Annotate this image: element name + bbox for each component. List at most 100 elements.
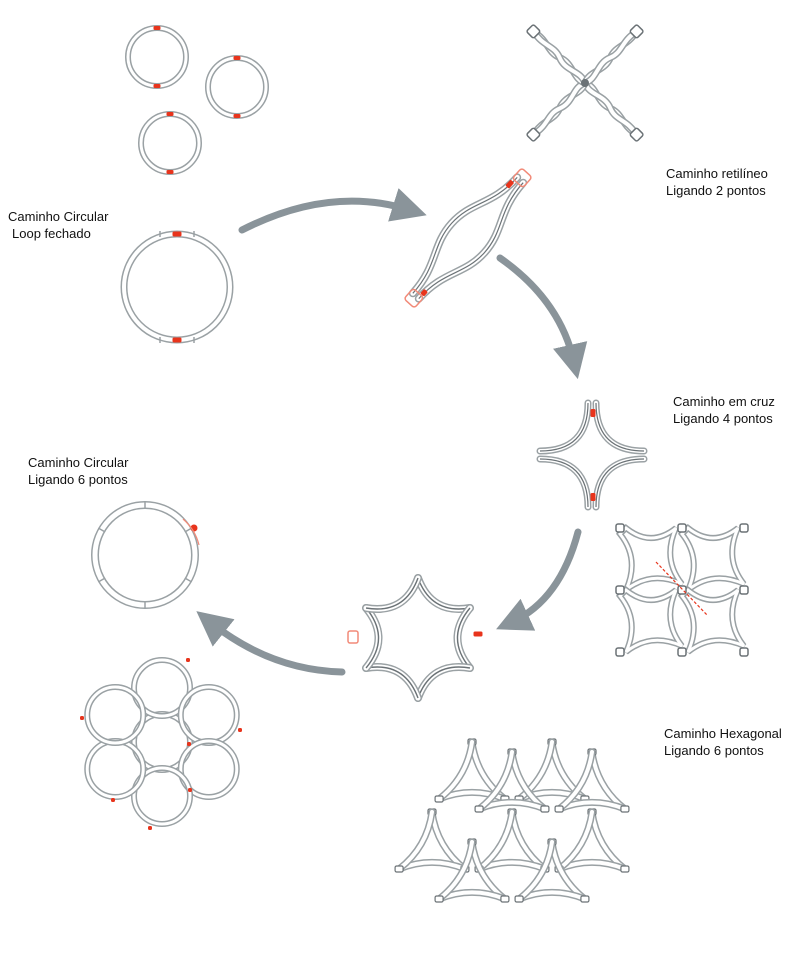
x-arm-1 bbox=[526, 79, 589, 142]
flower-ring-1-inner bbox=[132, 658, 192, 718]
hexnet-joint-4-2 bbox=[394, 865, 404, 873]
grid-node-12 bbox=[677, 647, 687, 657]
grid-node-02 bbox=[615, 647, 625, 657]
label-circular-loop-title: Caminho Circular bbox=[8, 209, 109, 224]
plus-marker-top bbox=[590, 409, 596, 417]
straight-core-a bbox=[412, 176, 518, 294]
hex-core-3 bbox=[365, 666, 419, 699]
x-arm-bot-1-inner bbox=[532, 81, 587, 136]
label-cross-sub: Ligando 4 pontos bbox=[673, 411, 773, 426]
x-center-hub bbox=[581, 79, 589, 87]
label-circular-six: Caminho Circular Ligando 6 pontos bbox=[28, 454, 128, 488]
grid-cell-00-inner bbox=[617, 525, 684, 592]
hexnet-joint-5-1 bbox=[500, 895, 510, 903]
small-ring-marker-top-1 bbox=[233, 56, 241, 60]
hexnet-arc-6-2-inner bbox=[517, 840, 554, 901]
hex-core-4 bbox=[365, 607, 380, 669]
grid-node-01 bbox=[615, 585, 625, 595]
hexnet-arc-5-2-inner bbox=[437, 840, 474, 901]
cross-grid-track bbox=[615, 523, 749, 657]
x-arm-3 bbox=[581, 24, 644, 87]
hexnet-joint-6-2 bbox=[514, 895, 524, 903]
big-ring-marker-bottom bbox=[172, 337, 182, 343]
flower-marker-2 bbox=[238, 728, 242, 732]
hexnet-arc-8-2-inner bbox=[557, 750, 594, 811]
label-circular-six-title: Caminho Circular bbox=[28, 455, 129, 470]
plus-core-1 bbox=[595, 402, 645, 452]
hexnet-joint-6-1 bbox=[580, 895, 590, 903]
grid-node-11 bbox=[677, 585, 687, 595]
straight-rot bbox=[404, 168, 532, 308]
label-circular-loop: Caminho Circular Loop fechado bbox=[8, 208, 108, 242]
hex-core-1 bbox=[456, 607, 471, 669]
label-cross: Caminho em cruz Ligando 4 pontos bbox=[673, 393, 775, 427]
hexnet-arc-4-2-inner bbox=[397, 810, 434, 871]
x-arm-end-1 bbox=[526, 127, 541, 142]
arrow-loop-to-straight bbox=[238, 188, 427, 234]
hex-core-2 bbox=[417, 666, 471, 699]
x-arm-2 bbox=[526, 24, 589, 87]
grid-cell-01-inner bbox=[617, 587, 684, 654]
label-cross-title: Caminho em cruz bbox=[673, 394, 775, 409]
plus-marker-bottom bbox=[590, 493, 596, 501]
x-arm-end-3 bbox=[629, 24, 644, 39]
x-arm-bot-3-inner bbox=[583, 30, 638, 85]
ring6-inner bbox=[92, 502, 198, 608]
hexagonal-network bbox=[394, 738, 630, 903]
arrow-cross-to-hex bbox=[496, 528, 582, 631]
small-circle-loops bbox=[125, 25, 269, 175]
ring6-tick-2 bbox=[184, 577, 193, 583]
x-arm-end-0 bbox=[629, 127, 644, 142]
hexnet-arc-1-2-inner bbox=[517, 740, 554, 801]
circular-six-track bbox=[91, 501, 200, 609]
arrow-hex-to-circular bbox=[196, 611, 346, 676]
x-arm-0 bbox=[581, 79, 644, 142]
plus-arc-2-outer bbox=[536, 455, 592, 511]
hexnet-arc-0-2-inner bbox=[437, 740, 474, 801]
hexnet-arc-7-2-inner bbox=[477, 750, 514, 811]
flower-marker-3 bbox=[187, 742, 191, 746]
small-ring-0-inner bbox=[126, 26, 188, 88]
label-straight: Caminho retilíneo Ligando 2 pontos bbox=[666, 165, 768, 199]
circle-cluster bbox=[80, 657, 242, 830]
hex-core-5 bbox=[365, 577, 419, 610]
hex-marker-right bbox=[473, 631, 483, 637]
hex-core-0 bbox=[417, 577, 471, 610]
x-cross-track bbox=[526, 24, 644, 142]
ring6-tick-5 bbox=[97, 527, 106, 533]
straight-track bbox=[404, 168, 532, 308]
hexnet-joint-7-1 bbox=[540, 805, 550, 813]
flower-marker-0 bbox=[186, 658, 190, 662]
ring6-tick-4 bbox=[97, 577, 106, 583]
big-ring-inner bbox=[122, 232, 232, 342]
x-arm-bot-2-inner bbox=[532, 30, 587, 85]
label-straight-title: Caminho retilíneo bbox=[666, 166, 768, 181]
plus-arc-3-outer bbox=[592, 455, 648, 511]
straight-end-b bbox=[404, 288, 424, 308]
small-ring-1-inner bbox=[206, 56, 268, 118]
hexnet-joint-3-1 bbox=[620, 865, 630, 873]
grid-node-21 bbox=[739, 585, 749, 595]
flower-marker-6 bbox=[148, 826, 152, 830]
plus-arc-1-outer bbox=[592, 399, 648, 455]
label-hexagonal-title: Caminho Hexagonal bbox=[664, 726, 782, 741]
plus-arc-0-outer bbox=[536, 399, 592, 455]
grid-diagonal bbox=[655, 561, 709, 617]
ring6-marker-path bbox=[182, 518, 200, 546]
small-ring-marker-bottom-2 bbox=[166, 170, 174, 174]
hexnet-joint-5-2 bbox=[434, 895, 444, 903]
flower-marker-4 bbox=[188, 788, 192, 792]
label-hexagonal: Caminho Hexagonal Ligando 6 pontos bbox=[664, 725, 782, 759]
flower-ring-6-inner bbox=[85, 685, 145, 745]
flow-arrows bbox=[196, 188, 588, 676]
label-hexagonal-sub: Ligando 6 pontos bbox=[664, 743, 764, 758]
hexnet-joint-7-2 bbox=[474, 805, 484, 813]
hexnet-joint-8-1 bbox=[620, 805, 630, 813]
grid-node-22 bbox=[739, 647, 749, 657]
hexnet-arc-2-2-inner bbox=[477, 810, 514, 871]
flower-ring-3-inner bbox=[179, 739, 239, 799]
label-circular-loop-sub: Loop fechado bbox=[12, 226, 91, 241]
grid-node-00 bbox=[615, 523, 625, 533]
straight-marker-a bbox=[505, 180, 514, 189]
